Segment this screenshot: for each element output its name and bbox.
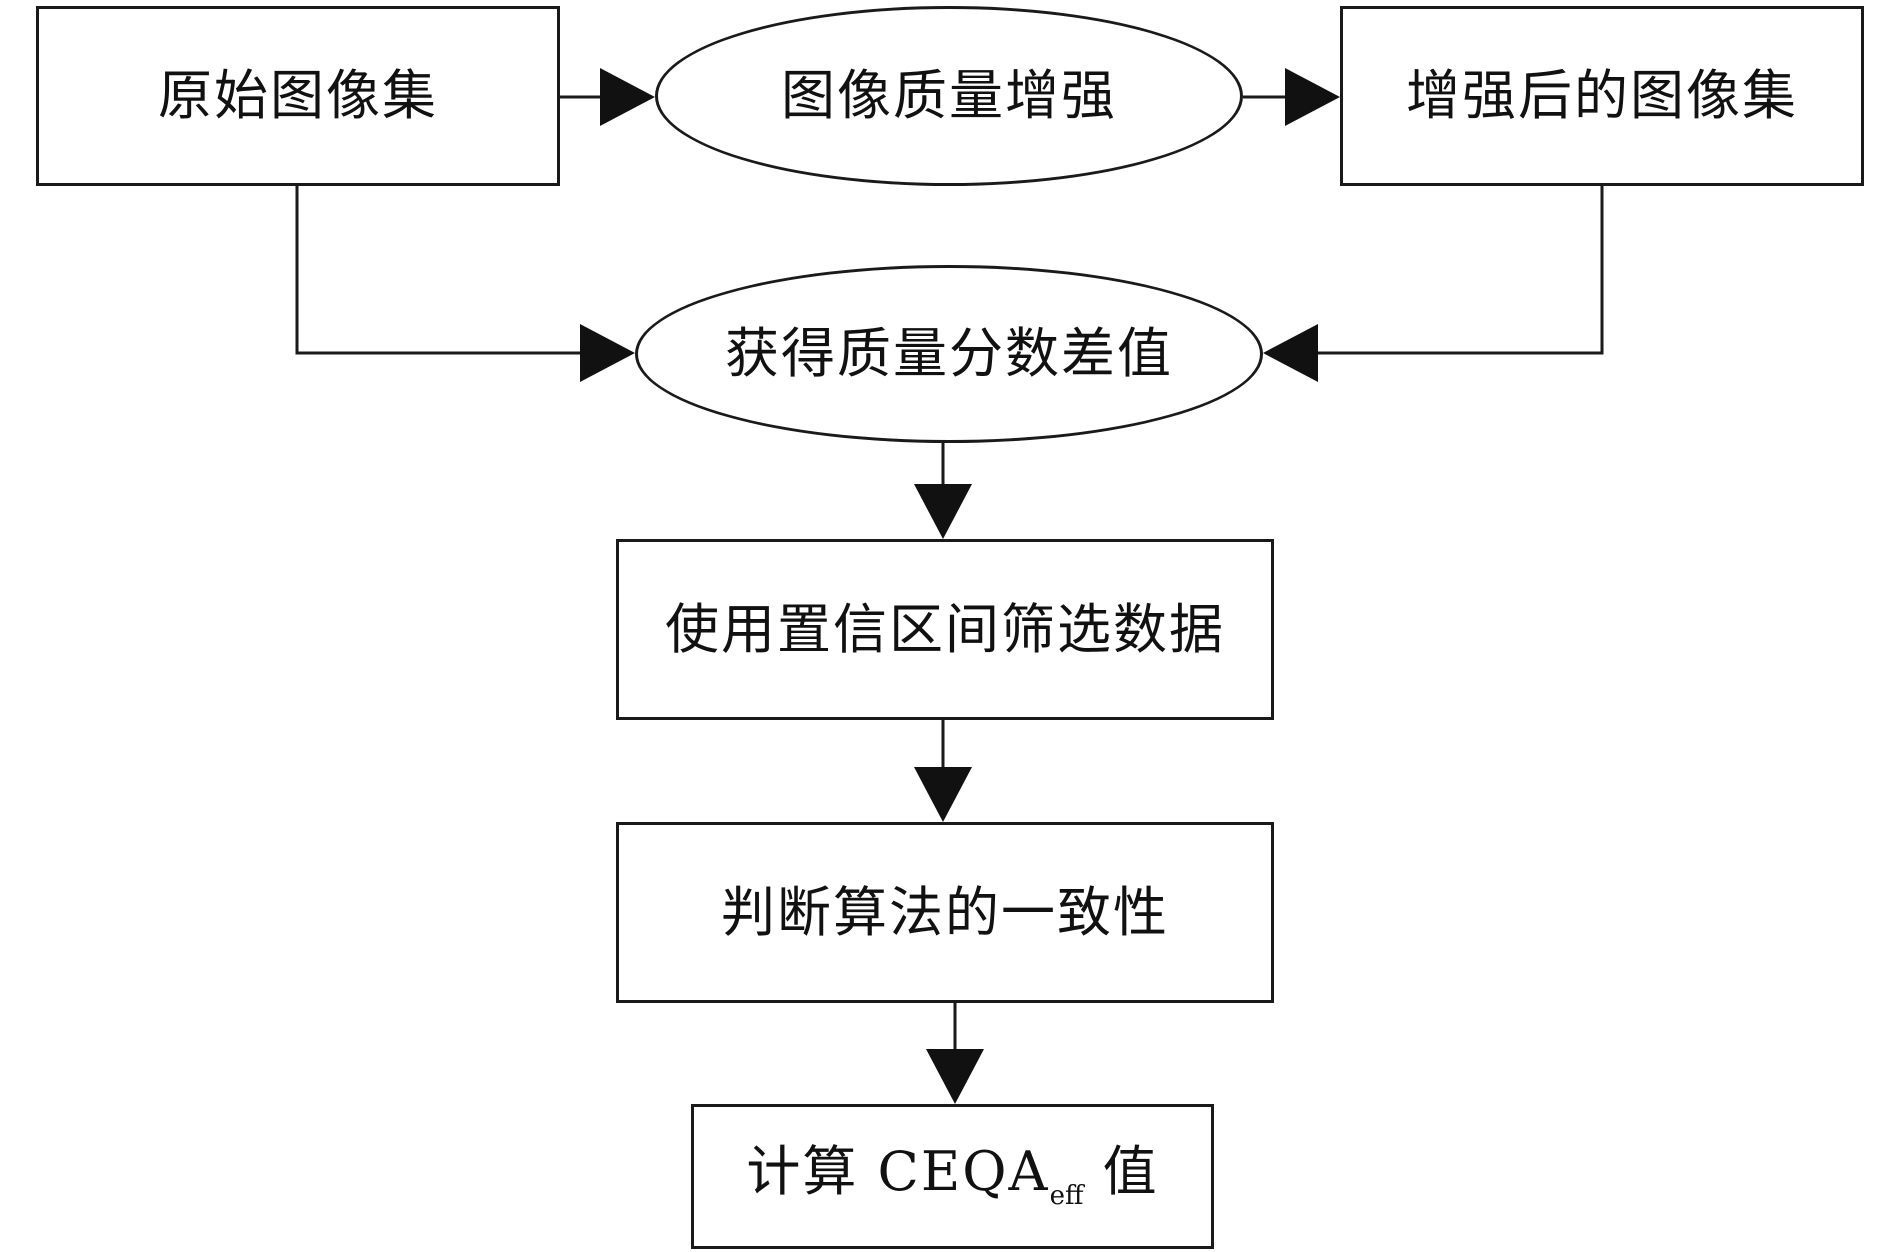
node-compute-prefix: 计算 CEQA xyxy=(746,1139,1050,1203)
arrowhead-scorediff-right xyxy=(1263,324,1318,382)
arrowhead-enhanced xyxy=(1285,68,1340,126)
node-original-images: 原始图像集 xyxy=(36,6,560,186)
arrowhead-scorediff-left xyxy=(580,324,635,382)
arrowhead-enhance xyxy=(600,68,655,126)
arrowhead-cifilter xyxy=(914,484,972,539)
node-score-diff-label: 获得质量分数差值 xyxy=(725,322,1173,385)
arrowhead-compute xyxy=(926,1049,984,1104)
node-enhanced-images-label: 增强后的图像集 xyxy=(1406,64,1798,127)
node-compute-suffix: 值 xyxy=(1083,1139,1159,1203)
node-ci-filter-label: 使用置信区间筛选数据 xyxy=(665,597,1225,661)
arrowhead-consistency xyxy=(914,767,972,822)
node-compute: 计算 CEQAeff 值 xyxy=(691,1104,1214,1249)
edge-enhanced-to-scorediff xyxy=(1318,185,1604,355)
node-consistency-label: 判断算法的一致性 xyxy=(721,880,1169,944)
node-quality-enhance-label: 图像质量增强 xyxy=(781,64,1117,127)
edge-original-to-scorediff xyxy=(295,185,580,355)
node-enhanced-images: 增强后的图像集 xyxy=(1340,6,1864,186)
node-compute-subscript: eff xyxy=(1049,1180,1084,1211)
node-compute-label: 计算 CEQAeff 值 xyxy=(746,1144,1158,1211)
node-original-images-label: 原始图像集 xyxy=(158,64,438,127)
node-ci-filter: 使用置信区间筛选数据 xyxy=(616,539,1274,720)
node-score-diff: 获得质量分数差值 xyxy=(635,265,1263,443)
node-quality-enhance: 图像质量增强 xyxy=(655,6,1243,186)
node-consistency: 判断算法的一致性 xyxy=(616,822,1274,1003)
